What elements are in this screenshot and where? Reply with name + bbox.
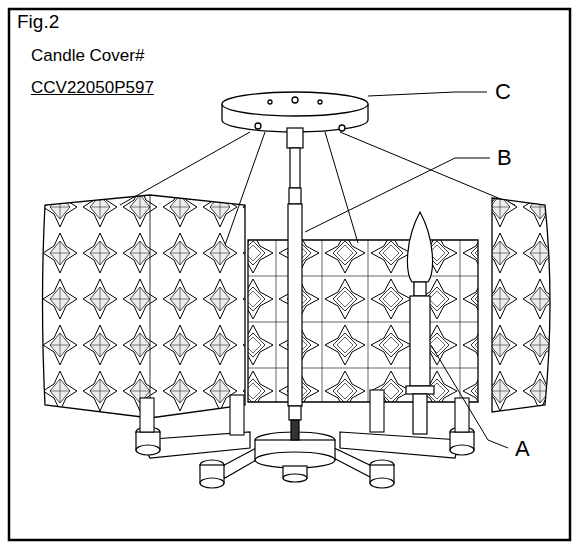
crystal-panels: [43, 195, 551, 418]
canopy: [222, 92, 368, 132]
figure-title: Fig.2: [16, 12, 60, 33]
leader-lines: [305, 92, 508, 448]
figure-frame: [9, 9, 570, 540]
callout-letter: B: [496, 146, 513, 170]
center-stem: [287, 128, 303, 440]
candle-cover: [406, 212, 434, 434]
part-number: CCV22050P597: [30, 79, 155, 98]
callout-letter: C: [494, 80, 512, 104]
candle-sockets: [140, 390, 469, 435]
part-note: Candle Cover#: [30, 47, 145, 66]
callout-letter: A: [514, 437, 531, 461]
arms: [136, 427, 474, 488]
